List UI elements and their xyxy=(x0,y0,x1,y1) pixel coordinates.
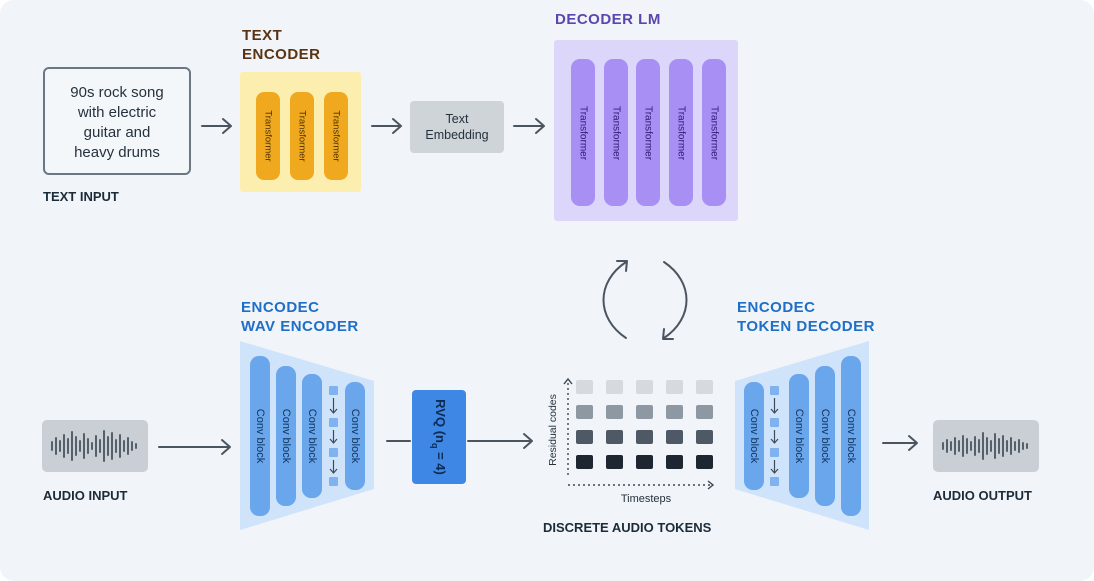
token-grid-axes: Residual codes Timesteps xyxy=(547,377,715,505)
encoder-residual-steps xyxy=(329,386,338,486)
cycle-arrows-icon xyxy=(602,260,688,340)
arrow-right-icon xyxy=(882,435,918,451)
text-prompt-line: with electric xyxy=(77,104,157,121)
audio-token xyxy=(636,455,653,469)
tokens-caption: DISCRETE AUDIO TOKENS xyxy=(543,520,712,535)
decoder-transformer-block: Transformer xyxy=(669,59,693,206)
audio-token xyxy=(666,380,683,394)
audio-input-waveform xyxy=(42,420,148,472)
decoder-transformer-block: Transformer xyxy=(702,59,726,206)
decoder-transformer-block: Transformer xyxy=(571,59,595,206)
text-input-caption: TEXT INPUT xyxy=(43,189,119,204)
text-embedding-line: Embedding xyxy=(425,128,489,142)
token-decoder-title-line: ENCODEC xyxy=(737,299,816,316)
audio-token xyxy=(576,405,593,419)
wav-encoder-title-line: ENCODEC xyxy=(241,299,320,316)
token-decoder-conv-block: Conv block xyxy=(744,382,764,490)
audio-token xyxy=(666,455,683,469)
text-encoder-transformer-block: Transformer xyxy=(256,92,280,180)
rvq-label: RVQ (nq = 4) xyxy=(430,399,448,475)
text-embedding-line: Text xyxy=(445,112,469,126)
audio-token xyxy=(576,430,593,444)
block-label: Conv block xyxy=(254,408,266,464)
text-encoder-title-line: ENCODER xyxy=(242,46,321,63)
decoder-transformer-block: Transformer xyxy=(604,59,628,206)
residual-codes-label: Residual codes xyxy=(547,394,559,466)
token-decoder-conv-block: Conv block xyxy=(841,356,861,516)
audio-token xyxy=(696,455,713,469)
audio-token xyxy=(636,380,653,394)
arrow-right-icon xyxy=(201,118,232,134)
text-encoder-title-line: TEXT xyxy=(242,27,283,44)
audio-token xyxy=(696,430,713,444)
token-decoder-title: ENCODEC TOKEN DECODER xyxy=(737,298,875,336)
audio-output-waveform xyxy=(933,420,1039,472)
text-input-box: 90s rock song with electric guitar and h… xyxy=(43,67,191,175)
audio-token xyxy=(666,405,683,419)
waveform-icon xyxy=(942,432,1028,460)
block-label: Conv block xyxy=(819,408,831,464)
audio-token xyxy=(636,405,653,419)
audio-token xyxy=(606,430,623,444)
block-label: Conv block xyxy=(793,408,805,464)
text-prompt-line: guitar and xyxy=(83,124,151,141)
decoder-residual-steps xyxy=(770,386,779,486)
block-label: Conv block xyxy=(349,408,361,464)
decoder-lm-title: DECODER LM xyxy=(555,11,661,28)
audio-token xyxy=(576,455,593,469)
decoder-transformer-block: Transformer xyxy=(636,59,660,206)
wav-encoder-conv-block: Conv block xyxy=(345,382,365,490)
text-encoder-panel: Transformer Transformer Transformer xyxy=(240,72,361,192)
block-label: Conv block xyxy=(748,408,760,464)
text-encoder-title: TEXT ENCODER xyxy=(242,26,321,64)
block-label: Conv block xyxy=(306,408,318,464)
text-embedding-box: Text Embedding xyxy=(410,101,504,153)
wav-encoder-conv-block: Conv block xyxy=(302,374,322,498)
arrow-right-icon xyxy=(513,118,545,134)
rvq-label-suffix: = 4) xyxy=(432,448,448,475)
waveform-icon xyxy=(51,430,137,462)
audio-output-caption: AUDIO OUTPUT xyxy=(933,488,1032,503)
token-decoder-conv-block: Conv block xyxy=(789,374,809,498)
audio-token xyxy=(696,380,713,394)
timesteps-label: Timesteps xyxy=(621,493,672,505)
audio-input-caption: AUDIO INPUT xyxy=(43,488,128,503)
audio-token xyxy=(636,430,653,444)
token-decoder-title-line: TOKEN DECODER xyxy=(737,318,875,335)
text-encoder-transformer-block: Transformer xyxy=(290,92,314,180)
audio-token xyxy=(576,380,593,394)
wav-encoder-title: ENCODEC WAV ENCODER xyxy=(241,298,359,336)
audio-token xyxy=(666,430,683,444)
token-grid xyxy=(576,380,716,472)
text-encoder-transformer-block: Transformer xyxy=(324,92,348,180)
block-label: Conv block xyxy=(280,408,292,464)
wav-encoder-conv-block: Conv block xyxy=(276,366,296,506)
wav-encoder-conv-block: Conv block xyxy=(250,356,270,516)
arrow-right-icon xyxy=(158,439,231,455)
arrow-right-icon xyxy=(467,433,533,449)
text-prompt: 90s rock song with electric guitar and h… xyxy=(45,83,189,163)
token-decoder-conv-block: Conv block xyxy=(815,366,835,506)
audio-token xyxy=(606,405,623,419)
decoder-lm-panel: Transformer Transformer Transformer Tran… xyxy=(554,40,738,221)
block-label: Conv block xyxy=(845,408,857,464)
audio-token xyxy=(606,455,623,469)
arrow-right-icon xyxy=(371,118,402,134)
rvq-label-text: RVQ (n xyxy=(432,399,448,443)
audio-token xyxy=(696,405,713,419)
text-prompt-line: heavy drums xyxy=(74,144,160,161)
wav-encoder-title-line: WAV ENCODER xyxy=(241,318,359,335)
rvq-block: RVQ (nq = 4) xyxy=(412,390,466,484)
text-prompt-line: 90s rock song xyxy=(70,84,164,101)
audio-token xyxy=(606,380,623,394)
